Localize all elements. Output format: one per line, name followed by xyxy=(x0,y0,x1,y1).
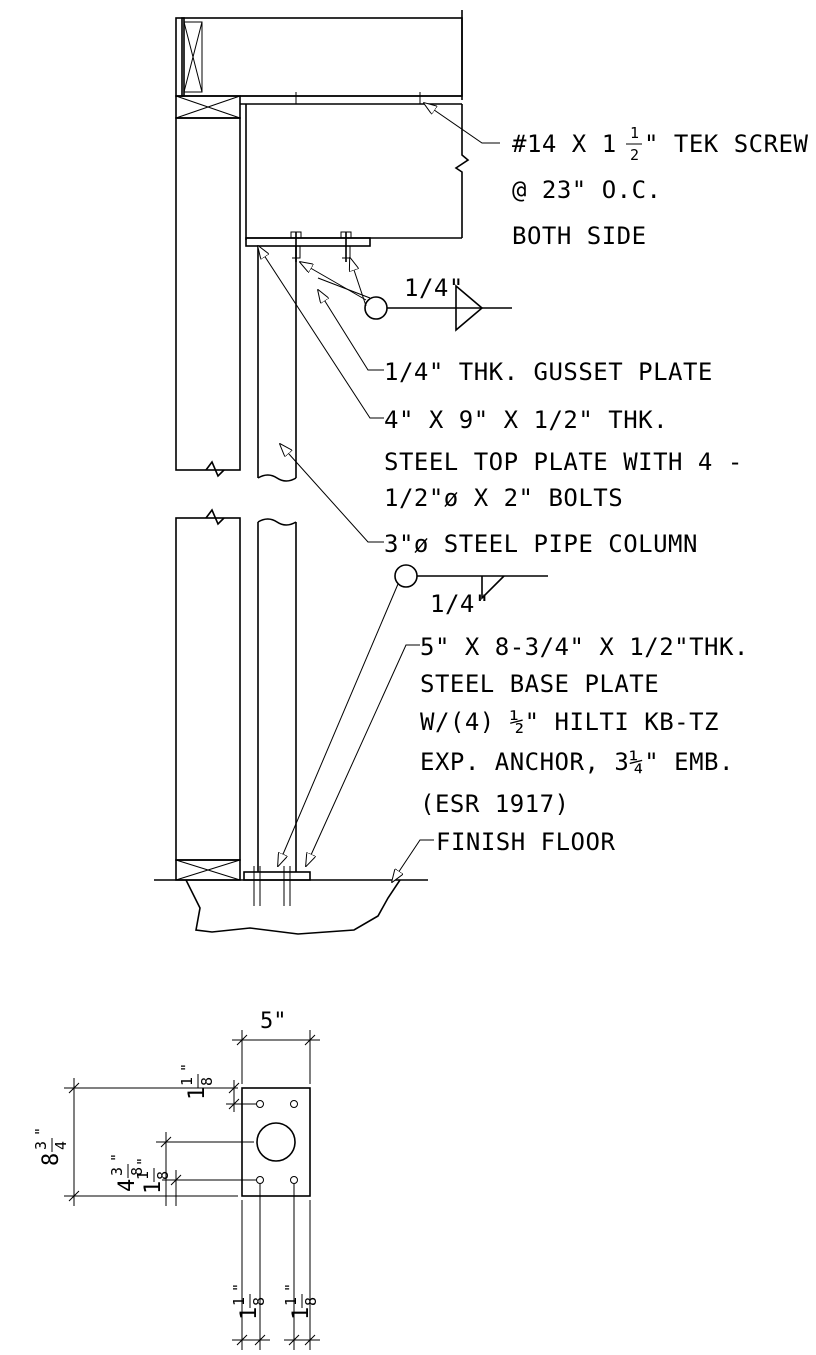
svg-text:8: 8 xyxy=(154,1171,172,1180)
dim-center-whole: 4 xyxy=(115,1179,140,1192)
svg-text:1: 1 xyxy=(282,1297,300,1306)
weld-top-size: 1/4" xyxy=(404,274,464,302)
dim-edge-left: 1 1 8 " xyxy=(230,1184,270,1350)
svg-text:": " xyxy=(178,1063,196,1072)
callout-pipe-column: 3"ø STEEL PIPE COLUMN xyxy=(384,530,698,558)
dim-edge-bottom: 1 1 8 " xyxy=(134,1157,256,1206)
top-plate xyxy=(245,231,371,262)
pipe-column xyxy=(257,246,297,872)
steel-beam xyxy=(240,92,470,240)
callout-finish-floor: FINISH FLOOR xyxy=(436,828,615,856)
dim-center-num: 3 xyxy=(108,1167,126,1176)
svg-text:": " xyxy=(134,1157,152,1166)
dim-edge-top: 1 1 8 " xyxy=(178,1063,256,1112)
base-plate-line-3: W/(4) ½" HILTI KB-TZ xyxy=(420,708,719,736)
callout-gusset-plate: 1/4" THK. GUSSET PLATE xyxy=(384,358,713,386)
concrete-slab xyxy=(185,879,401,935)
dim-width-label: 5" xyxy=(260,1009,287,1034)
dim-edge-right: 1 1 8 " xyxy=(282,1184,320,1350)
tek-screw-line-2: @ 23" O.C. xyxy=(512,176,662,204)
callout-top-plate: 4" X 9" X 1/2" THK. STEEL TOP PLATE WITH… xyxy=(384,406,743,512)
tek-screw-frac-num: 1 xyxy=(630,124,639,142)
dim-edge-right-whole: 1 xyxy=(289,1307,314,1320)
svg-text:": " xyxy=(230,1283,248,1292)
dim-edge-bottom-whole: 1 xyxy=(141,1181,166,1194)
base-plate-line-5: (ESR 1917) xyxy=(420,790,570,818)
svg-text:8: 8 xyxy=(198,1077,216,1086)
weld-symbol-base: 1/4" xyxy=(394,564,548,618)
dim-edge-left-whole: 1 xyxy=(237,1307,262,1320)
base-plate-line-1: 5" X 8-3/4" X 1/2"THK. xyxy=(420,633,749,661)
top-plate-line-3: 1/2"ø X 2" BOLTS xyxy=(384,484,623,512)
top-plate-line-1: 4" X 9" X 1/2" THK. xyxy=(384,406,668,434)
dim-height-num: 3 xyxy=(32,1141,50,1150)
leaders xyxy=(258,103,500,882)
tek-screw-line-1a: #14 X 1 xyxy=(512,130,617,158)
dim-center: 4 3 8 " xyxy=(108,1132,254,1206)
base-plate xyxy=(243,866,311,906)
svg-text:": " xyxy=(32,1127,50,1136)
tek-screw-line-3: BOTH SIDE xyxy=(512,222,647,250)
top-plate-block xyxy=(175,95,241,119)
tek-screw-line-1b: " TEK SCREW xyxy=(644,130,808,158)
svg-text:8: 8 xyxy=(250,1297,268,1306)
svg-text:8: 8 xyxy=(302,1297,320,1306)
dim-width: 5" xyxy=(232,1009,320,1084)
svg-text:1: 1 xyxy=(134,1171,152,1180)
svg-text:": " xyxy=(282,1283,300,1292)
callout-base-plate: 5" X 8-3/4" X 1/2"THK. STEEL BASE PLATE … xyxy=(420,633,749,818)
base-plate-line-2: STEEL BASE PLATE xyxy=(420,670,659,698)
dim-height-den: 4 xyxy=(52,1141,70,1150)
wall-lower xyxy=(175,508,241,881)
base-plate-line-4: EXP. ANCHOR, 3¼" EMB. xyxy=(420,748,734,776)
dim-height-whole: 8 xyxy=(39,1153,64,1166)
tek-screw-frac-den: 2 xyxy=(630,146,639,164)
svg-text:": " xyxy=(108,1153,126,1162)
dim-center-den: 8 xyxy=(128,1167,146,1176)
callout-tek-screw: #14 X 1 1 2 " TEK SCREW @ 23" O.C. BOTH … xyxy=(512,124,808,250)
weld-symbol-top: 1/4" xyxy=(364,274,512,332)
svg-text:1: 1 xyxy=(230,1297,248,1306)
weld-base-size: 1/4" xyxy=(430,590,490,618)
dim-edge-top-whole: 1 xyxy=(185,1087,210,1100)
wall-upper xyxy=(175,117,241,478)
roof-insulation xyxy=(175,10,463,100)
top-plate-line-2: STEEL TOP PLATE WITH 4 - xyxy=(384,448,743,476)
dim-height: 8 3 4 " xyxy=(32,1078,238,1206)
svg-text:1: 1 xyxy=(178,1077,196,1086)
